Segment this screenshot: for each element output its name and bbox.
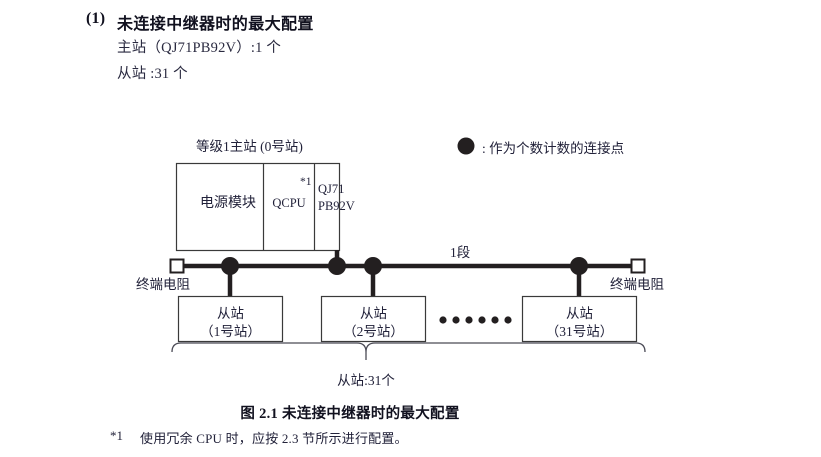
slave-station-1-line1: 从站 — [217, 306, 244, 321]
footnote-text: 使用冗余 CPU 时，应按 2.3 节所示进行配置。 — [140, 431, 408, 446]
page-title: 未连接中继器时的最大配置 — [117, 16, 314, 33]
segment-label: 1段 — [450, 245, 471, 260]
slave-station-2-line1: 从站 — [360, 306, 387, 321]
master-count-line: 主站（QJ71PB92V）:1 个 — [117, 40, 282, 56]
slave-count-line: 从站 :31 个 — [117, 66, 188, 82]
terminator-right-square — [630, 258, 646, 274]
slave-station-1-box — [177, 295, 284, 343]
ellipsis-dots — [439, 316, 512, 324]
power-supply-module-label: 电源模块 — [200, 196, 256, 211]
section-number: (1) — [86, 10, 106, 27]
slave-station-2-label: 从站 （2号站） — [321, 305, 426, 341]
legend-label: : 作为个数计数的连接点 — [482, 141, 625, 156]
qj71pb92v-label-line1: QJ71 — [318, 182, 345, 196]
slave-group-label: 从站:31个 — [337, 373, 395, 388]
legend-filled-circle-icon — [457, 137, 475, 155]
slave-station-31-line2: （31号站） — [545, 324, 614, 339]
terminator-right-label: 终端电阻 — [610, 277, 664, 292]
connection-dot-slave-1 — [221, 257, 239, 275]
slave-group-brace — [171, 342, 646, 353]
slave-station-31-label: 从站 （31号站） — [522, 305, 637, 341]
slave-station-2-line2: （2号站） — [343, 324, 404, 339]
master-station-header: 等级1主站 (0号站) — [196, 139, 303, 154]
connection-dot-slave-31 — [570, 257, 588, 275]
slave-station-31-line1: 从站 — [566, 306, 593, 321]
slave-station-31-box — [521, 295, 638, 343]
qj71pb92v-label-line2: PB92V — [318, 199, 355, 213]
figure-caption: 图 2.1 未连接中继器时的最大配置 — [240, 406, 460, 422]
connection-dot-slave-2 — [364, 257, 382, 275]
footnote-mark: *1 — [110, 428, 123, 443]
slave-station-2-box — [320, 295, 427, 343]
qcpu-module-label: QCPU — [272, 196, 306, 210]
terminator-left-square — [169, 258, 185, 274]
slave-station-1-line2: （1号站） — [200, 324, 261, 339]
terminator-left-label: 终端电阻 — [136, 277, 190, 292]
slave-station-1-label: 从站 （1号站） — [178, 305, 283, 341]
master-module-box — [175, 162, 341, 252]
qcpu-footnote-mark: *1 — [300, 176, 312, 188]
connection-dot-master — [328, 257, 346, 275]
